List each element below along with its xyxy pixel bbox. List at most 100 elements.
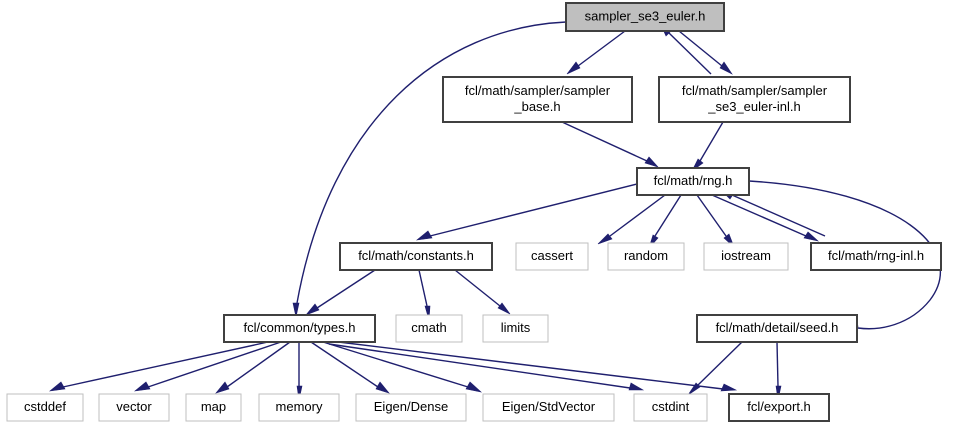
graph-node-eigend[interactable]: Eigen/Dense [355,393,467,422]
graph-node-constants[interactable]: fcl/math/constants.h [339,242,493,271]
edge-line [316,269,376,309]
edge-line [654,194,682,237]
graph-node-rnginl[interactable]: fcl/math/rng-inl.h [810,242,942,271]
graph-node-cassert[interactable]: cassert [515,242,589,271]
edge-line [147,341,282,388]
edge-types-to-export [329,340,738,392]
node-box[interactable] [185,393,242,422]
graph-node-inl[interactable]: fcl/math/sampler/sampler_se3_euler-inl.h [658,76,851,123]
edge-line [696,194,727,237]
node-box[interactable] [355,393,467,422]
node-box[interactable] [515,242,589,271]
graph-node-sbase[interactable]: fcl/math/sampler/sampler_base.h [442,76,633,123]
arrowhead-icon [296,385,303,401]
node-box[interactable] [696,314,858,343]
edge-line [310,341,379,388]
edge-types-to-cstdint [328,343,645,391]
edge-types-to-map [215,341,291,394]
arrowhead-icon [687,382,701,396]
arrowhead-icon [133,381,151,392]
node-box[interactable] [633,393,708,422]
edge-line [776,341,779,387]
node-box[interactable] [810,242,942,271]
graph-node-map[interactable]: map [185,393,242,422]
node-box[interactable] [482,393,615,422]
graph-node-vector[interactable]: vector [98,393,170,422]
edge-constants-to-limits [454,269,511,315]
edge-line [454,269,501,307]
node-box[interactable] [658,76,851,123]
edge-line [699,121,724,162]
graph-node-cstddef[interactable]: cstddef [6,393,84,422]
edge-root-to-sbase [566,30,626,75]
arrowhead-icon [720,383,738,392]
node-box[interactable] [339,242,493,271]
edge-line [678,30,723,67]
arrowhead-icon [465,381,483,393]
edge-line [328,343,631,389]
edge-line [711,194,807,237]
arrowhead-icon [497,302,511,315]
graph-node-cstdint[interactable]: cstdint [633,393,708,422]
graph-node-limits[interactable]: limits [482,314,549,343]
graph-node-eigensv[interactable]: Eigen/StdVector [482,393,615,422]
arrowhead-icon [628,382,645,391]
graph-node-rng[interactable]: fcl/math/rng.h [636,167,750,196]
edge-line [296,21,567,304]
graph-node-seed[interactable]: fcl/math/detail/seed.h [696,314,858,343]
arrowhead-icon [305,303,320,316]
node-box[interactable] [728,393,830,422]
edge-line [731,194,826,237]
graph-node-iostream[interactable]: iostream [703,242,789,271]
arrowhead-icon [215,381,230,394]
edge-rng-to-cassert [597,194,666,245]
edge-rng-to-rnginl [711,194,820,242]
edge-types-to-vector [133,341,282,392]
edge-line [62,341,269,388]
node-box[interactable] [258,393,340,422]
edge-line [577,30,626,67]
graph-node-types[interactable]: fcl/common/types.h [223,314,376,343]
edge-line [329,340,724,390]
node-box[interactable] [223,314,376,343]
arrowhead-icon [415,230,433,241]
edge-constants-to-types [305,269,376,316]
edge-line [748,180,941,330]
node-box[interactable] [482,314,549,343]
node-box[interactable] [607,242,685,271]
graph-node-random[interactable]: random [607,242,685,271]
node-box[interactable] [98,393,170,422]
edge-sbase-to-rng [561,121,659,168]
arrowhead-icon [375,381,390,394]
arrowhead-icon [566,61,581,75]
graph-node-memory[interactable]: memory [258,393,340,422]
edge-inl-to-rng [691,121,724,172]
edge-rng-to-constants [415,183,638,241]
edge-types-to-memory [296,342,303,401]
arrowhead-icon [644,156,659,168]
graph-node-export[interactable]: fcl/export.h [728,393,830,422]
edge-rnginl-to-rng [720,189,826,237]
edge-root-to-types [292,21,567,318]
edge-line [697,341,743,386]
node-box[interactable] [395,314,463,343]
edge-inl-to-root [660,24,712,75]
edge-constants-to-cmath [418,269,431,321]
graph-node-root[interactable]: sampler_se3_euler.h [565,2,725,32]
node-box[interactable] [565,2,725,32]
node-box[interactable] [703,242,789,271]
arrowhead-icon [719,61,733,75]
node-box[interactable] [6,393,84,422]
edge-line [609,194,666,237]
arrowhead-icon [48,381,66,392]
node-box[interactable] [442,76,633,123]
edge-line [668,32,712,75]
edge-types-to-eigensv [322,341,483,393]
edge-types-to-cstddef [48,341,269,392]
arrowhead-icon [597,233,613,245]
edge-line [322,341,469,388]
edge-line [561,121,648,162]
node-box[interactable] [636,167,750,196]
graph-node-cmath[interactable]: cmath [395,314,463,343]
